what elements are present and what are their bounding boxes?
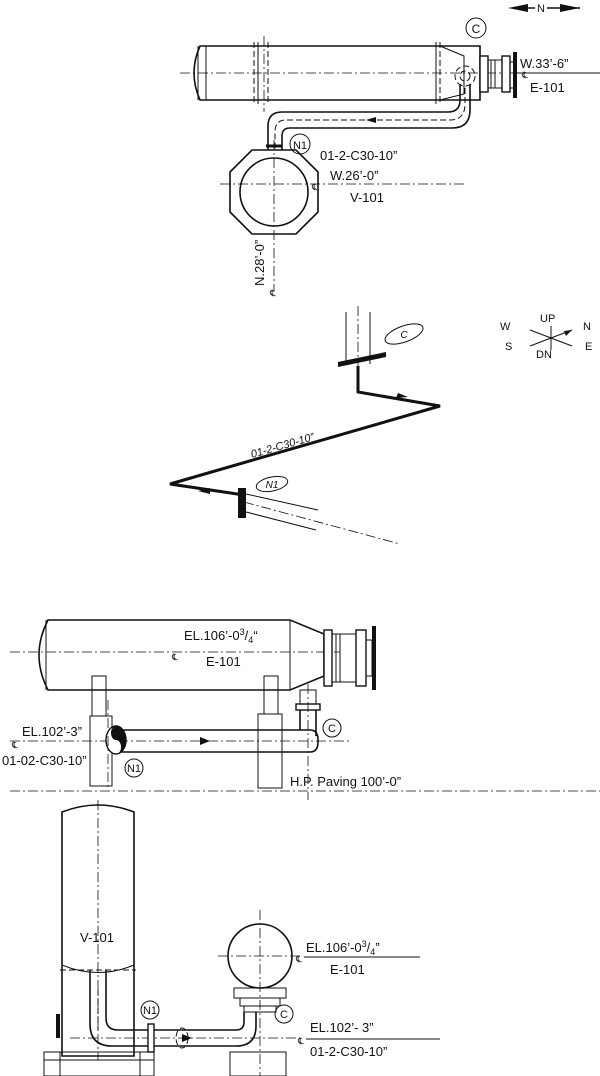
svg-text:℄: ℄ [311,182,318,192]
elevation-view-1: N1 C EL.106’-03/4“ ℄ E-101 EL.102’-3” ℄ … [2,619,600,800]
svg-text:E: E [585,341,592,353]
svg-text:C: C [280,1009,288,1021]
nozzle-c-plan-tag [465,17,487,39]
compass-icon: UP DN N S E W [500,313,592,361]
plan-exchanger-tag: E-101 [530,80,565,95]
svg-text:℄: ℄ [297,1036,304,1046]
svg-text:N1: N1 [293,140,307,152]
elev1-line-elevation: EL.102’-3” [22,724,82,739]
exchanger-shell-elev [38,619,325,691]
plan-vessel-tag: V-101 [350,190,384,205]
exchanger-shell-plan [193,45,481,101]
elevation-view-2: V-101 N1 C EL.106’-03/4” ℄ E-101 EL. [43,800,440,1076]
isometric-view: UP DN N S E W C 01-2-C30-10” N1 [169,306,592,545]
plan-view: C N1 01-2-C30-10” W.33’-6” E-101 ℄ W.26’… [180,17,600,298]
north-label: N [537,3,545,15]
elev2-line-number: 01-2-C30-10” [310,1044,387,1059]
elev2-line-elevation: EL.102’- 3” [310,1020,374,1035]
vessel-elev [61,804,135,1057]
plan-exchanger-location: W.33’-6” [520,56,568,71]
plan-vessel-north: N.28’-0” [252,240,267,286]
elev1-line-number: 01-02-C30-10” [2,753,87,768]
svg-text:℄: ℄ [295,954,302,964]
svg-text:C: C [400,330,408,341]
svg-text:℄: ℄ [11,740,18,750]
svg-text:℄: ℄ [171,652,178,662]
svg-text:N1: N1 [127,763,141,775]
elev1-exchanger-tag: E-101 [206,654,241,669]
svg-text:N: N [583,321,591,333]
plan-line-number: 01-2-C30-10” [320,148,397,163]
svg-text:N1: N1 [266,480,279,491]
elev1-paving: H.P. Paving 100’-0” [290,774,401,789]
svg-text:N1: N1 [143,1005,157,1017]
elev2-exchanger-tag: E-101 [330,962,365,977]
elev2-exchanger-elevation: EL.106’-03/4” [306,939,380,957]
svg-text:UP: UP [540,313,555,325]
svg-text:W: W [500,321,511,333]
svg-text:S: S [505,341,512,353]
svg-text:C: C [472,22,481,36]
vessel-plan [229,149,319,235]
svg-text:C: C [328,723,336,735]
plan-vessel-location: W.26’-0” [330,168,378,183]
elev1-exchanger-elevation: EL.106’-03/4“ [184,627,258,645]
svg-text:℄: ℄ [521,70,528,80]
svg-text:DN: DN [536,349,552,361]
svg-text:℄: ℄ [269,288,276,298]
elev2-vessel-tag: V-101 [80,930,114,945]
north-arrow-icon: N [508,0,580,15]
